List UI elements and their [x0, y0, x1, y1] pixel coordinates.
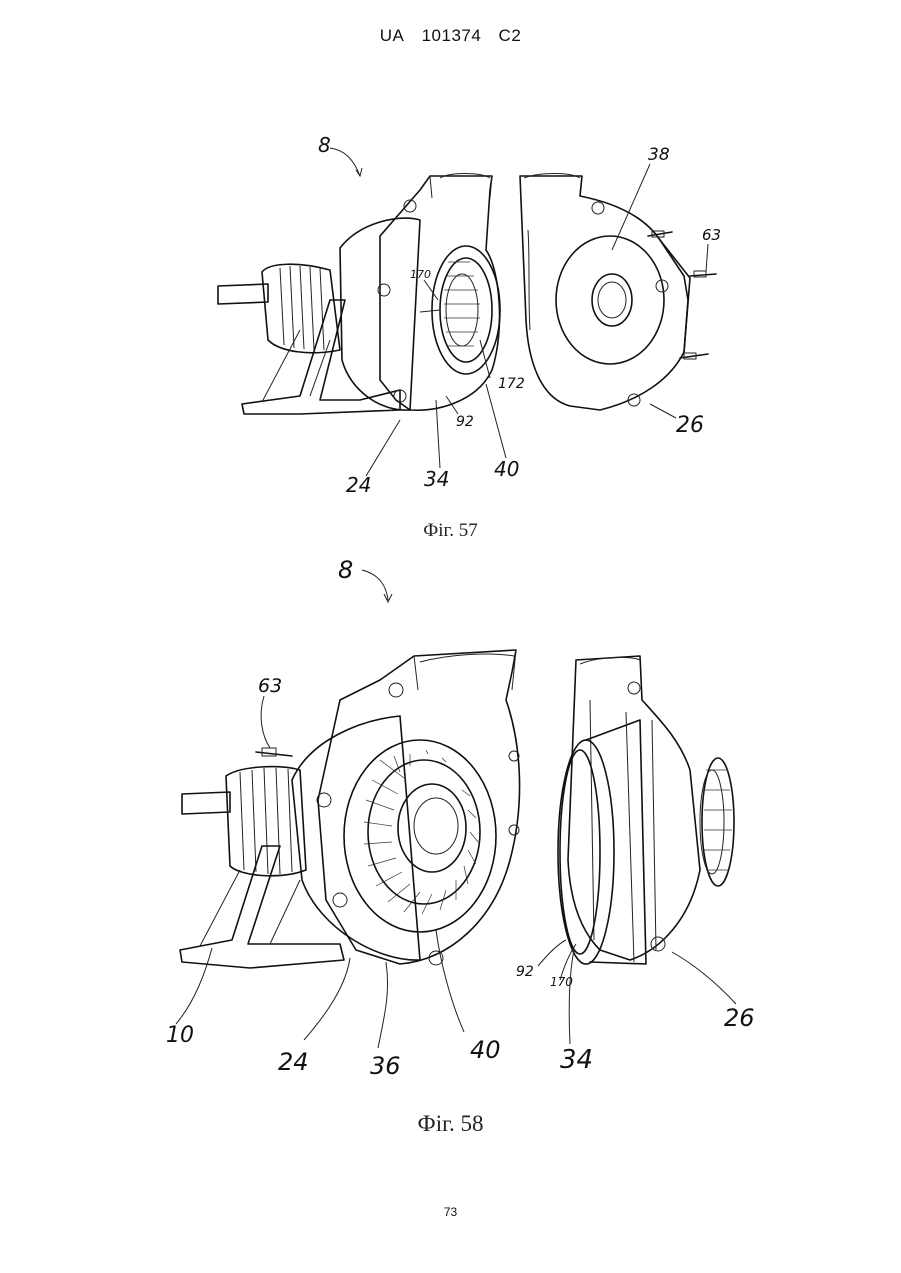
- fig58-label-40: 40: [470, 1036, 501, 1064]
- figure-58-caption: Фіг. 58: [0, 1111, 901, 1137]
- fig57-label-170: 170: [410, 268, 431, 281]
- figure-57-drawing: 8 38 63 170 172 92 26 24 34 40: [218, 133, 721, 497]
- fig57-label-8: 8: [318, 133, 331, 157]
- fig58-label-26: 26: [724, 1004, 755, 1032]
- fig57-label-172: 172: [498, 376, 525, 392]
- fig57-label-38: 38: [648, 145, 670, 165]
- fig58-label-36: 36: [370, 1052, 401, 1080]
- fig58-label-63: 63: [258, 675, 282, 697]
- fig58-label-92: 92: [516, 964, 534, 980]
- fig57-label-63: 63: [702, 226, 721, 244]
- fig57-label-34: 34: [424, 467, 449, 491]
- fig58-label-34: 34: [560, 1045, 593, 1075]
- fig58-label-8: 8: [338, 556, 353, 584]
- fig57-label-26: 26: [676, 413, 704, 438]
- fig57-label-40: 40: [494, 457, 519, 481]
- figure-58-drawing: 8 63 10 24 36 40 92 170 34 26: [166, 556, 755, 1080]
- page-number: 73: [0, 1205, 901, 1219]
- fig57-label-24: 24: [346, 473, 371, 497]
- fig57-label-92: 92: [456, 414, 474, 430]
- figure-57-caption: Фіг. 57: [0, 520, 901, 542]
- fig58-label-24: 24: [278, 1048, 309, 1076]
- fig58-label-10: 10: [166, 1023, 194, 1048]
- fig58-label-170: 170: [550, 975, 573, 989]
